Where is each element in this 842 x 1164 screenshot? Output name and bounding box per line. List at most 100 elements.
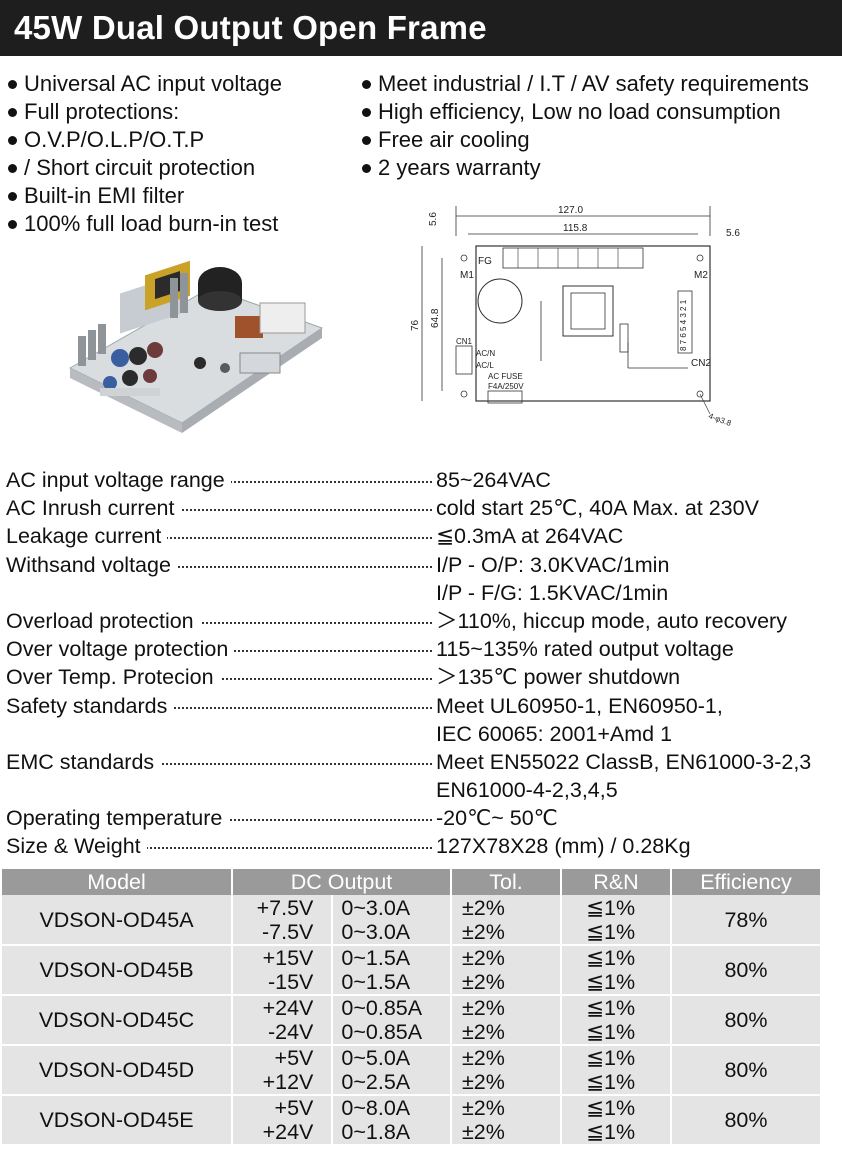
ripple-noise: ≦1% [561, 1070, 672, 1096]
feature-item: Built-in EMI filter [6, 182, 282, 210]
dim-width: 127.0 [558, 205, 583, 216]
leader-dots [6, 621, 432, 624]
spec-row: I/P - F/G: 1.5KVAC/1min [6, 579, 836, 607]
output-current: 0~3.0A [332, 920, 452, 946]
leader-dots [6, 847, 432, 850]
spec-value: Meet EN55022 ClassB, EN61000-3-2,3 [436, 749, 812, 774]
spec-value: -20℃~ 50℃ [436, 806, 558, 831]
output-voltage: +24V [232, 1120, 334, 1146]
output-current: 0~8.0A [332, 1095, 452, 1120]
acl-label: AC/L [476, 361, 494, 370]
tolerance: ±2% [451, 895, 562, 920]
spec-row: Overload protection＞110%, hiccup mode, a… [6, 607, 836, 635]
spec-row: Withsand voltage I/P - O/P: 3.0KVAC/1min [6, 551, 836, 579]
spec-value: I/P - O/P: 3.0KVAC/1min [436, 552, 670, 577]
spec-label-cell: Withsand voltage [6, 551, 436, 579]
m2-label: M2 [694, 270, 708, 281]
spec-value: I/P - F/G: 1.5KVAC/1min [436, 580, 669, 605]
tolerance: ±2% [451, 920, 562, 946]
spec-label-cell: Overload protection [6, 607, 436, 635]
dim-top-offset: 5.6 [428, 212, 439, 226]
output-voltage: +15V [232, 945, 334, 970]
dim-inner-width: 115.8 [563, 223, 588, 234]
spec-row: Over Temp. Protecion＞135℃ power shutdown [6, 663, 836, 691]
spec-value: 127X78X28 (mm) / 0.28Kg [436, 834, 691, 859]
spec-label: Overload protection [6, 608, 200, 633]
feature-list-right: Meet industrial / I.T / AV safety requir… [360, 70, 809, 182]
spec-label-cell [6, 579, 436, 607]
tolerance: ±2% [451, 1020, 562, 1046]
spec-label: Over voltage protection [6, 637, 235, 662]
spec-value: cold start 25℃, 40A Max. at 230V [436, 496, 759, 521]
leader-dots [6, 509, 432, 512]
output-voltage: -24V [232, 1020, 334, 1046]
model-name: VDSON-OD45B [2, 945, 233, 996]
tolerance: ±2% [451, 995, 562, 1020]
leader-dots [6, 565, 432, 568]
spec-value: ＞135℃ power shutdown [436, 665, 681, 690]
table-header: R&N [561, 869, 672, 895]
product-photo [68, 260, 324, 433]
tolerance: ±2% [451, 1045, 562, 1070]
output-current: 0~0.85A [332, 995, 452, 1020]
ripple-noise: ≦1% [561, 920, 672, 946]
spec-label: AC Inrush current [6, 496, 181, 521]
feature-item: Meet industrial / I.T / AV safety requir… [360, 70, 809, 98]
mechanical-drawing: 127.0 115.8 5.6 5.6 76 64.8 FG M1 M2 8 7… [410, 205, 740, 428]
spec-label: Operating temperature [6, 806, 229, 831]
ripple-noise: ≦1% [561, 995, 672, 1020]
feature-item: Free air cooling [360, 126, 809, 154]
spec-label-cell: Over Temp. Protecion [6, 663, 436, 691]
spec-label: Leakage current [6, 524, 168, 549]
ripple-noise: ≦1% [561, 970, 672, 996]
feature-item: 100% full load burn-in test [6, 210, 282, 238]
spec-label-cell: Operating temperature [6, 804, 436, 832]
output-current: 0~0.85A [332, 1020, 452, 1046]
ripple-noise: ≦1% [561, 945, 672, 970]
feature-item: O.V.P/O.L.P/O.T.P [6, 126, 282, 154]
model-name: VDSON-OD45A [2, 895, 233, 946]
tolerance: ±2% [451, 1070, 562, 1096]
table-header: Efficiency [671, 869, 822, 895]
tolerance: ±2% [451, 1120, 562, 1146]
efficiency: 78% [671, 895, 822, 946]
spec-label: EMC standards [6, 749, 161, 774]
leader-dots [6, 537, 432, 540]
output-voltage: -7.5V [232, 920, 334, 946]
dim-inner-height: 64.8 [430, 308, 441, 328]
feature-item: High efficiency, Low no load consumption [360, 98, 809, 126]
model-name: VDSON-OD45E [2, 1095, 233, 1146]
acn-label: AC/N [476, 349, 495, 358]
output-current: 0~2.5A [332, 1070, 452, 1096]
model-name: VDSON-OD45C [2, 995, 233, 1046]
spec-label: Safety standards [6, 693, 174, 718]
output-voltage: +5V [232, 1045, 334, 1070]
cn2-label: CN2 [691, 358, 711, 369]
spec-row: EN61000-4-2,3,4,5 [6, 776, 836, 804]
output-voltage: +5V [232, 1095, 334, 1120]
feature-item: / Short circuit protection [6, 154, 282, 182]
output-current: 0~5.0A [332, 1045, 452, 1070]
output-current: 0~1.5A [332, 970, 452, 996]
spec-label-cell: Size & Weight [6, 832, 436, 860]
spec-value: EN61000-4-2,3,4,5 [436, 778, 618, 803]
spec-label-cell [6, 776, 436, 804]
tolerance: ±2% [451, 970, 562, 996]
fg-label: FG [478, 256, 492, 267]
spec-label: Size & Weight [6, 834, 147, 859]
spec-row: IEC 60065: 2001+Amd 1 [6, 720, 836, 748]
spec-label-cell: AC Inrush current [6, 494, 436, 522]
spec-label-cell: Leakage current [6, 522, 436, 550]
mount-hole-label: 4-φ3.8 [707, 411, 733, 428]
dim-right-offset: 5.6 [726, 228, 740, 239]
tolerance: ±2% [451, 1095, 562, 1120]
spec-label-cell: AC input voltage range [6, 466, 436, 494]
